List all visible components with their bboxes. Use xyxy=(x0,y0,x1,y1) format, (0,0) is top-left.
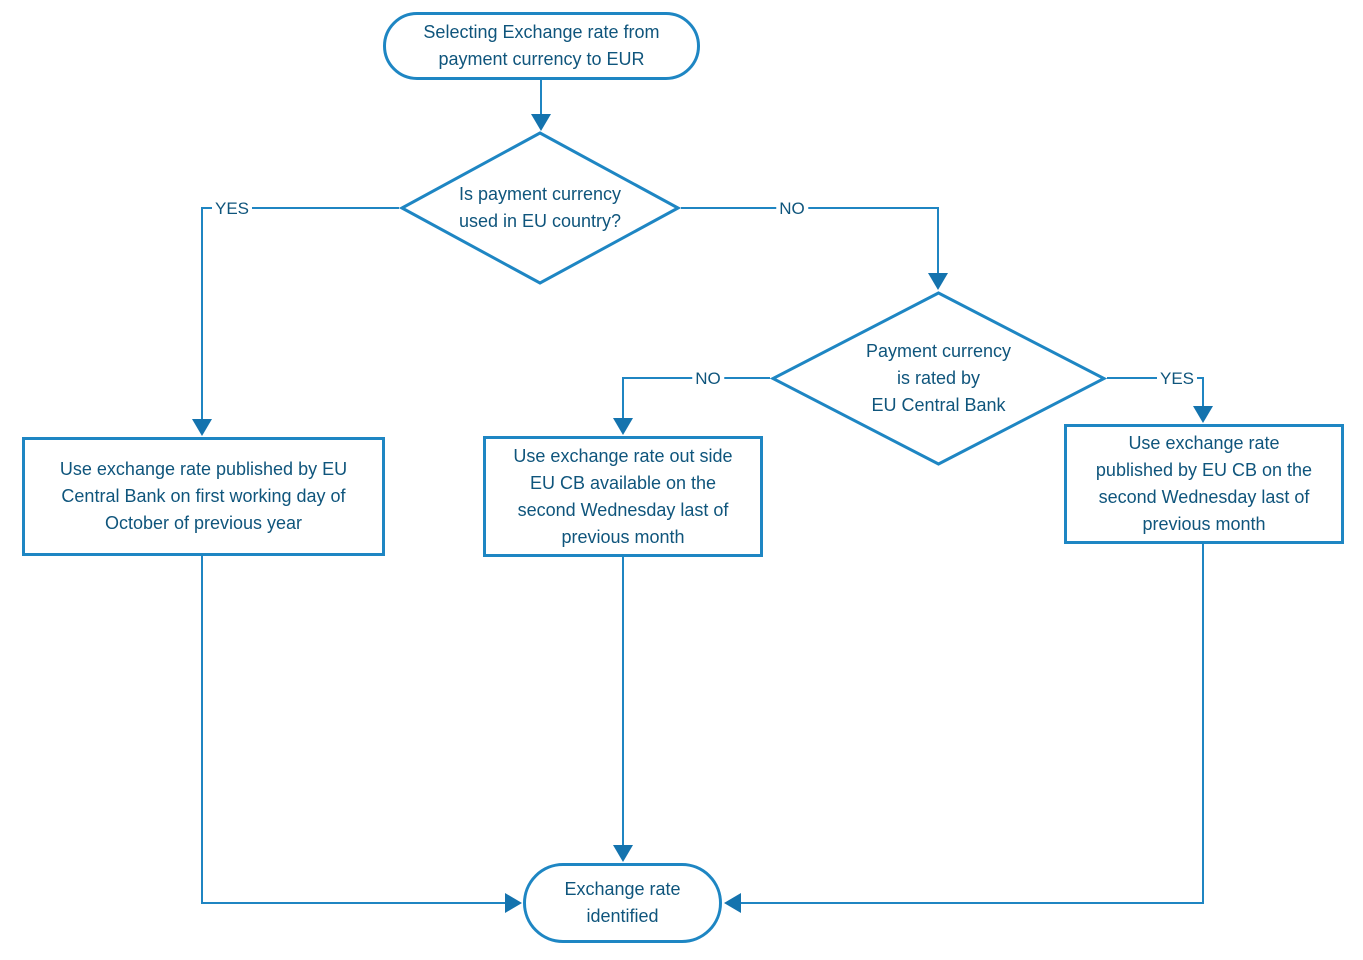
edge-label-q2-no: NO xyxy=(692,369,724,389)
start-node-label: Selecting Exchange rate from payment cur… xyxy=(423,22,660,69)
process-outside-cb-label: Use exchange rate out side EU CB availab… xyxy=(513,445,733,547)
decision-rated-by-ecb-label: Payment currency is rated by EU Central … xyxy=(865,341,1012,415)
decision-rated-by-ecb-diamond xyxy=(770,291,1107,466)
edge-start-to-decision1 xyxy=(531,79,551,131)
start-node: Selecting Exchange rate from payment cur… xyxy=(383,12,700,80)
decision-rated-by-ecb: Payment currency is rated by EU Central … xyxy=(770,291,1107,466)
edge-label-q1-no: NO xyxy=(776,199,808,219)
process-ecb-wednesday: Use exchange rate published by EU CB on … xyxy=(1064,424,1344,544)
process-ecb-october-label: Use exchange rate published by EU Centra… xyxy=(59,459,348,533)
edge-process-right-to-end xyxy=(724,544,1204,913)
end-node: Exchange rate identified xyxy=(523,863,722,943)
decision-eu-country-label: Is payment currency used in EU country? xyxy=(458,184,622,231)
edge-label-q2-yes: YES xyxy=(1156,369,1198,389)
process-ecb-wednesday-label: Use exchange rate published by EU CB on … xyxy=(1095,433,1313,534)
edge-label-q1-yes: YES xyxy=(211,199,253,219)
process-ecb-october: Use exchange rate published by EU Centra… xyxy=(22,437,385,556)
edge-decision2-yes-to-process-right xyxy=(1107,377,1213,423)
edge-process-middle-to-end xyxy=(613,557,633,862)
edge-process-left-to-end xyxy=(201,555,522,913)
edge-decision1-no-to-decision2 xyxy=(681,207,948,290)
process-outside-cb: Use exchange rate out side EU CB availab… xyxy=(483,436,763,557)
decision-eu-country-diamond xyxy=(399,131,681,285)
end-node-label: Exchange rate identified xyxy=(564,879,681,926)
decision-eu-country: Is payment currency used in EU country? xyxy=(399,131,681,285)
edge-decision1-yes-to-process-left xyxy=(192,207,399,436)
